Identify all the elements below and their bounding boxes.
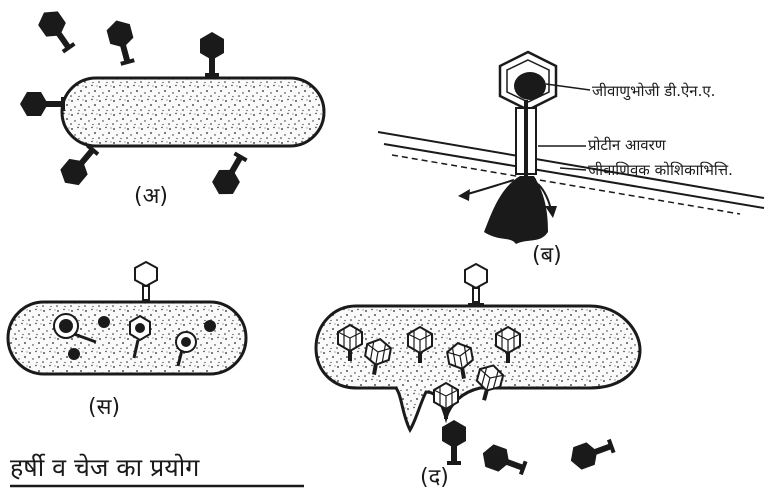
panel-b-label: (ब) bbox=[532, 243, 562, 268]
phage-dark-icon bbox=[105, 17, 140, 67]
annotation-cell-wall: जीवाणिवक कोशिकाभित्ति. bbox=[588, 161, 733, 179]
leader-line bbox=[560, 168, 586, 170]
bacterium-cell bbox=[8, 302, 246, 374]
panel-c: (स) bbox=[8, 262, 246, 420]
phage-empty-coat-icon bbox=[465, 264, 487, 304]
bacterium-cell bbox=[62, 78, 324, 146]
phage-dark-icon bbox=[34, 6, 79, 57]
annotation-phage-dna: जीवाणुभोजी डी.ऐन.ए. bbox=[592, 82, 715, 101]
released-phage-icon bbox=[442, 420, 466, 465]
panel-d-label: (द) bbox=[420, 465, 449, 490]
phage-dna-blob bbox=[514, 72, 546, 100]
annotation-protein-coat: प्रोटीन आवरण bbox=[588, 136, 667, 154]
caption-title: हर्षी व चेज का प्रयोग bbox=[10, 453, 200, 482]
panel-b: जीवाणुभोजी डी.ऐन.ए. प्रोटीन आवरण जीवाणिव… bbox=[378, 52, 764, 268]
panel-d: (द) bbox=[316, 264, 640, 490]
phage-dark-icon bbox=[20, 92, 65, 116]
phage-dark-icon bbox=[209, 149, 252, 200]
phage-empty-coat-icon bbox=[135, 262, 157, 302]
phage-dark-icon bbox=[200, 32, 224, 77]
arrow-left-head bbox=[458, 189, 470, 201]
released-phage-icon bbox=[567, 434, 617, 472]
lysing-bacterium-cell bbox=[316, 306, 640, 430]
figure-caption: हर्षी व चेज का प्रयोग bbox=[10, 453, 304, 486]
progeny-phage-icon bbox=[434, 383, 458, 419]
released-phage-icon bbox=[479, 442, 529, 480]
phage-dark-icon bbox=[56, 141, 103, 191]
panel-a: (अ) bbox=[20, 6, 324, 209]
panel-a-label: (अ) bbox=[134, 184, 168, 209]
panel-c-label: (स) bbox=[88, 395, 120, 420]
